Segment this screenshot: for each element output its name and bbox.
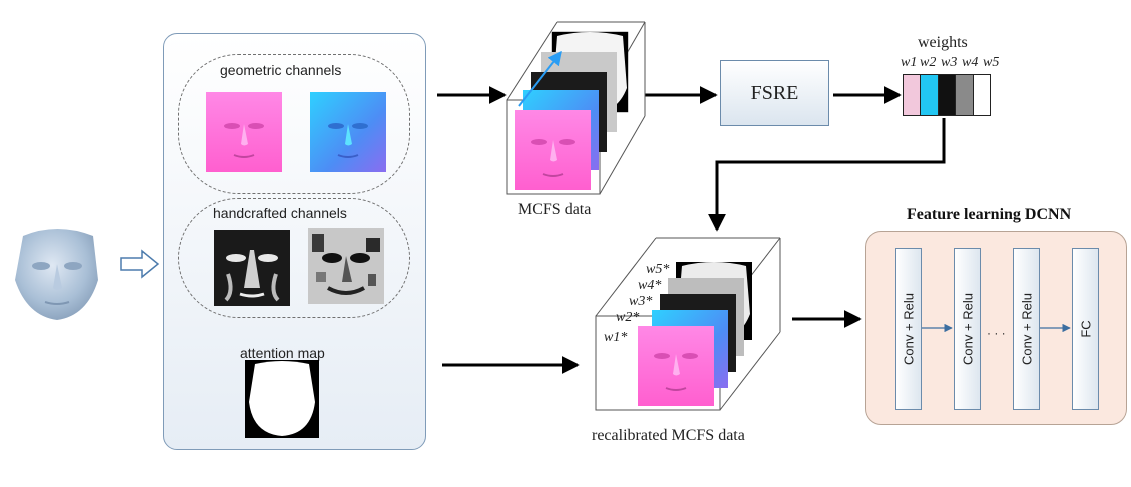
dcnn-layer-conv-2: Conv + Relu [954, 248, 981, 410]
weight-cell-w2 [921, 75, 939, 115]
weight-cell-w5 [973, 75, 991, 115]
weight-cell-w1 [904, 75, 922, 115]
handcrafted-channel-face-2 [308, 228, 384, 304]
fsre-label: FSRE [750, 81, 799, 104]
mcfs-data-caption: MCFS data [518, 201, 592, 218]
handcrafted-channel-face-1 [214, 230, 290, 306]
recal-weight-label-w1: w1* [604, 330, 628, 345]
geometric-channels-group [178, 54, 410, 194]
attention-map-label: attention map [240, 345, 325, 361]
weight-label-w4: w4 [962, 55, 979, 70]
recalibrated-mcfs-caption: recalibrated MCFS data [592, 427, 745, 444]
weight-label-w2: w2 [920, 55, 937, 70]
handcrafted-channels-label: handcrafted channels [213, 205, 347, 221]
dcnn-layer-conv-3: Conv + Relu [1013, 248, 1040, 410]
weights-vector [903, 74, 991, 116]
dcnn-ellipsis: · · · [987, 326, 1006, 340]
weight-label-w5: w5 [983, 55, 1000, 70]
recal-weight-label-w5: w5* [646, 262, 670, 277]
recal-weight-label-w3: w3* [629, 294, 653, 309]
geometric-channel-blue-face [310, 92, 386, 172]
weight-label-w3: w3 [941, 55, 958, 70]
weight-cell-w3 [938, 75, 957, 115]
geometric-channels-label: geometric channels [220, 62, 342, 78]
weights-title: weights [918, 34, 968, 51]
weight-label-w1: w1 [901, 55, 918, 70]
geometric-channel-pink-face [206, 92, 282, 172]
input-3d-face-image [15, 229, 98, 320]
handcrafted-channels-group [178, 198, 410, 318]
dcnn-title: Feature learning DCNN [907, 206, 1072, 223]
recal-weight-label-w4: w4* [638, 278, 662, 293]
recalibrated-mcfs-cube [595, 237, 781, 411]
dcnn-layer-conv-1: Conv + Relu [895, 248, 922, 410]
hollow-arrow-icon [120, 249, 160, 279]
dcnn-layer-fc: FC [1072, 248, 1099, 410]
attention-map-image [245, 360, 319, 438]
mcfs-data-cube [506, 21, 646, 195]
fsre-block: FSRE [720, 60, 829, 126]
recal-weight-label-w2: w2* [616, 310, 640, 325]
weight-cell-w4 [956, 75, 974, 115]
